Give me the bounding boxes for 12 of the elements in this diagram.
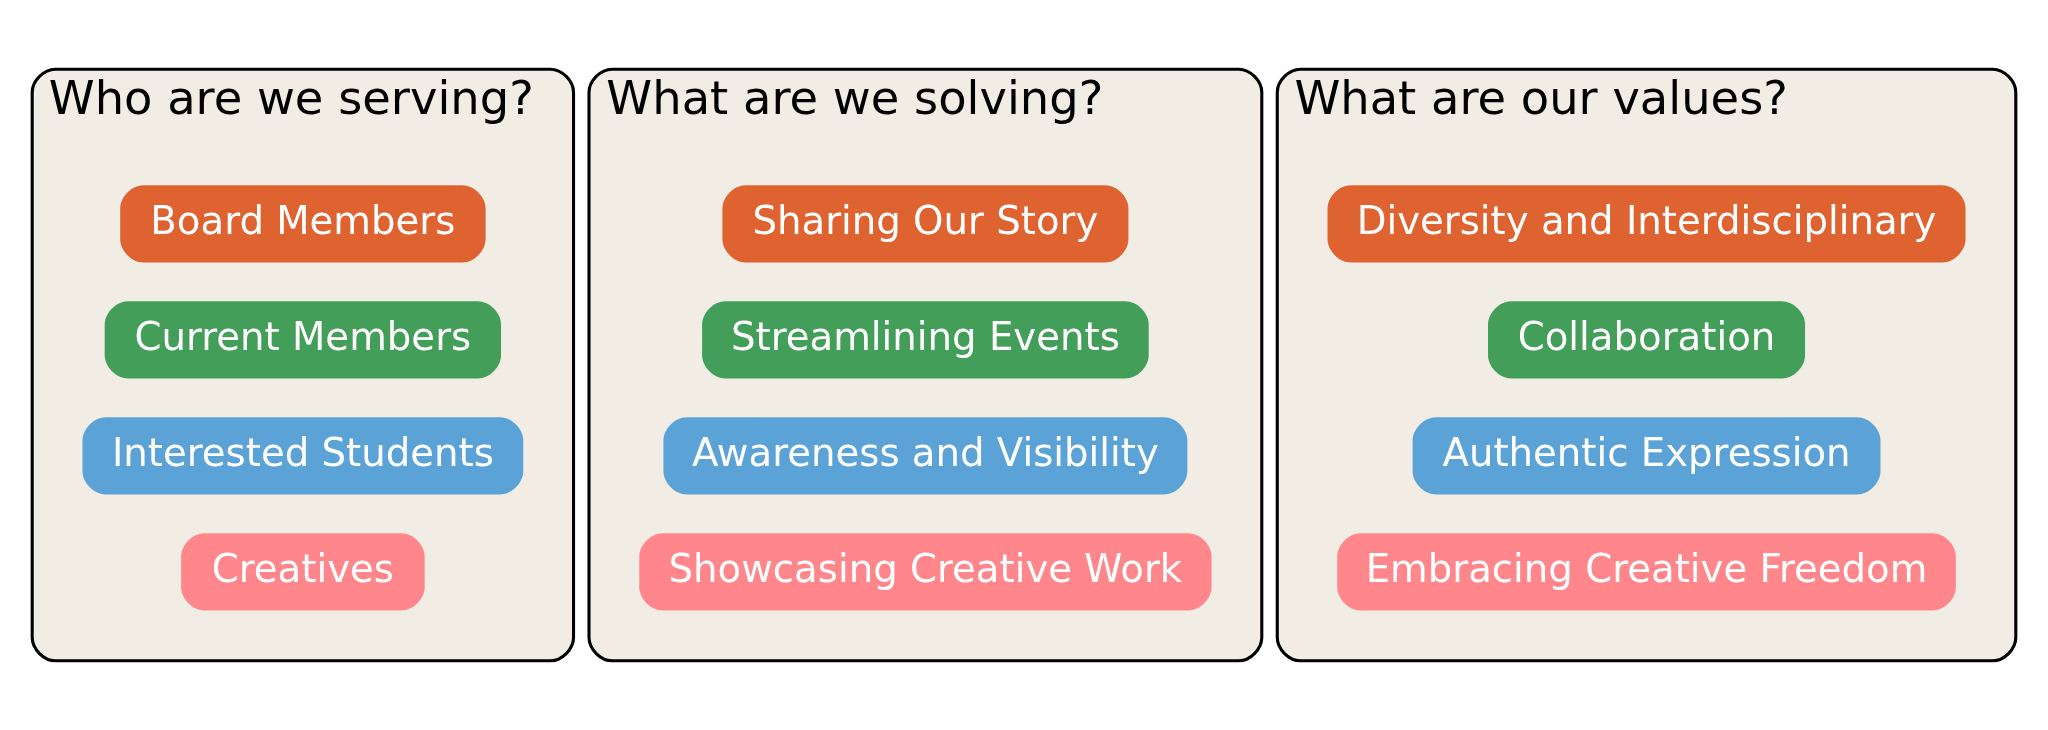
node-box: Showcasing Creative Work [639,533,1212,611]
node-box: Board Members [120,185,486,263]
node-box: Sharing Our Story [722,185,1129,263]
node-box: Creatives [181,533,425,611]
node-box: Authentic Expression [1412,417,1881,495]
node-box: Collaboration [1488,301,1806,379]
node-box: Interested Students [82,417,524,495]
node-box: Embracing Creative Freedom [1337,533,1956,611]
node-box: Awareness and Visibility [663,417,1188,495]
node-box: Current Members [104,301,502,379]
node-box: Diversity and Interdisciplinary [1327,185,1966,263]
node-box: Streamlining Events [702,301,1149,379]
